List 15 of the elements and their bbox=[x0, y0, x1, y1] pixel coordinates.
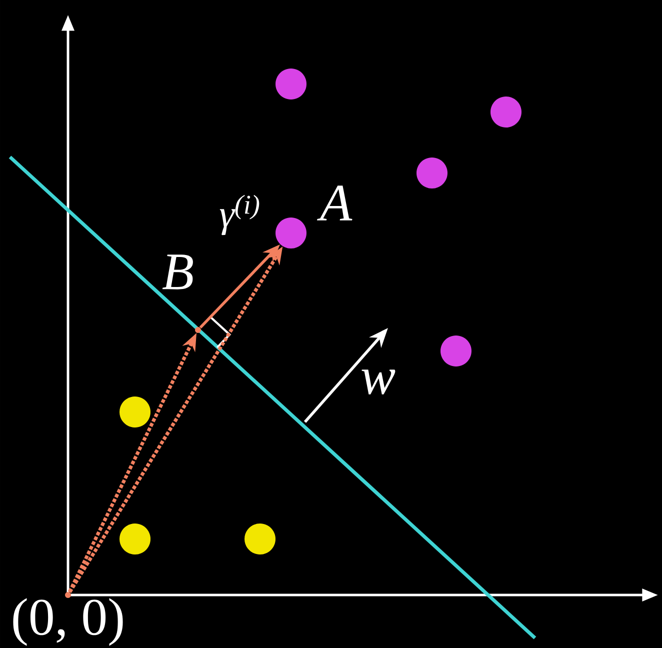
vector-label: w bbox=[362, 370, 396, 394]
point-label: B bbox=[162, 254, 193, 290]
data-point bbox=[440, 336, 472, 366]
data-point bbox=[276, 218, 306, 248]
data-point bbox=[244, 523, 276, 554]
data-point bbox=[120, 396, 150, 428]
data-point bbox=[490, 96, 522, 128]
edge-label: γ$^{(i)}$ bbox=[220, 194, 260, 236]
data-point bbox=[276, 68, 306, 100]
point-label: A bbox=[317, 186, 352, 220]
data-point bbox=[416, 158, 448, 188]
point-marker bbox=[195, 326, 201, 333]
data-point bbox=[120, 523, 150, 554]
point-marker bbox=[65, 592, 71, 598]
point-label: (0, 0) bbox=[13, 598, 123, 646]
